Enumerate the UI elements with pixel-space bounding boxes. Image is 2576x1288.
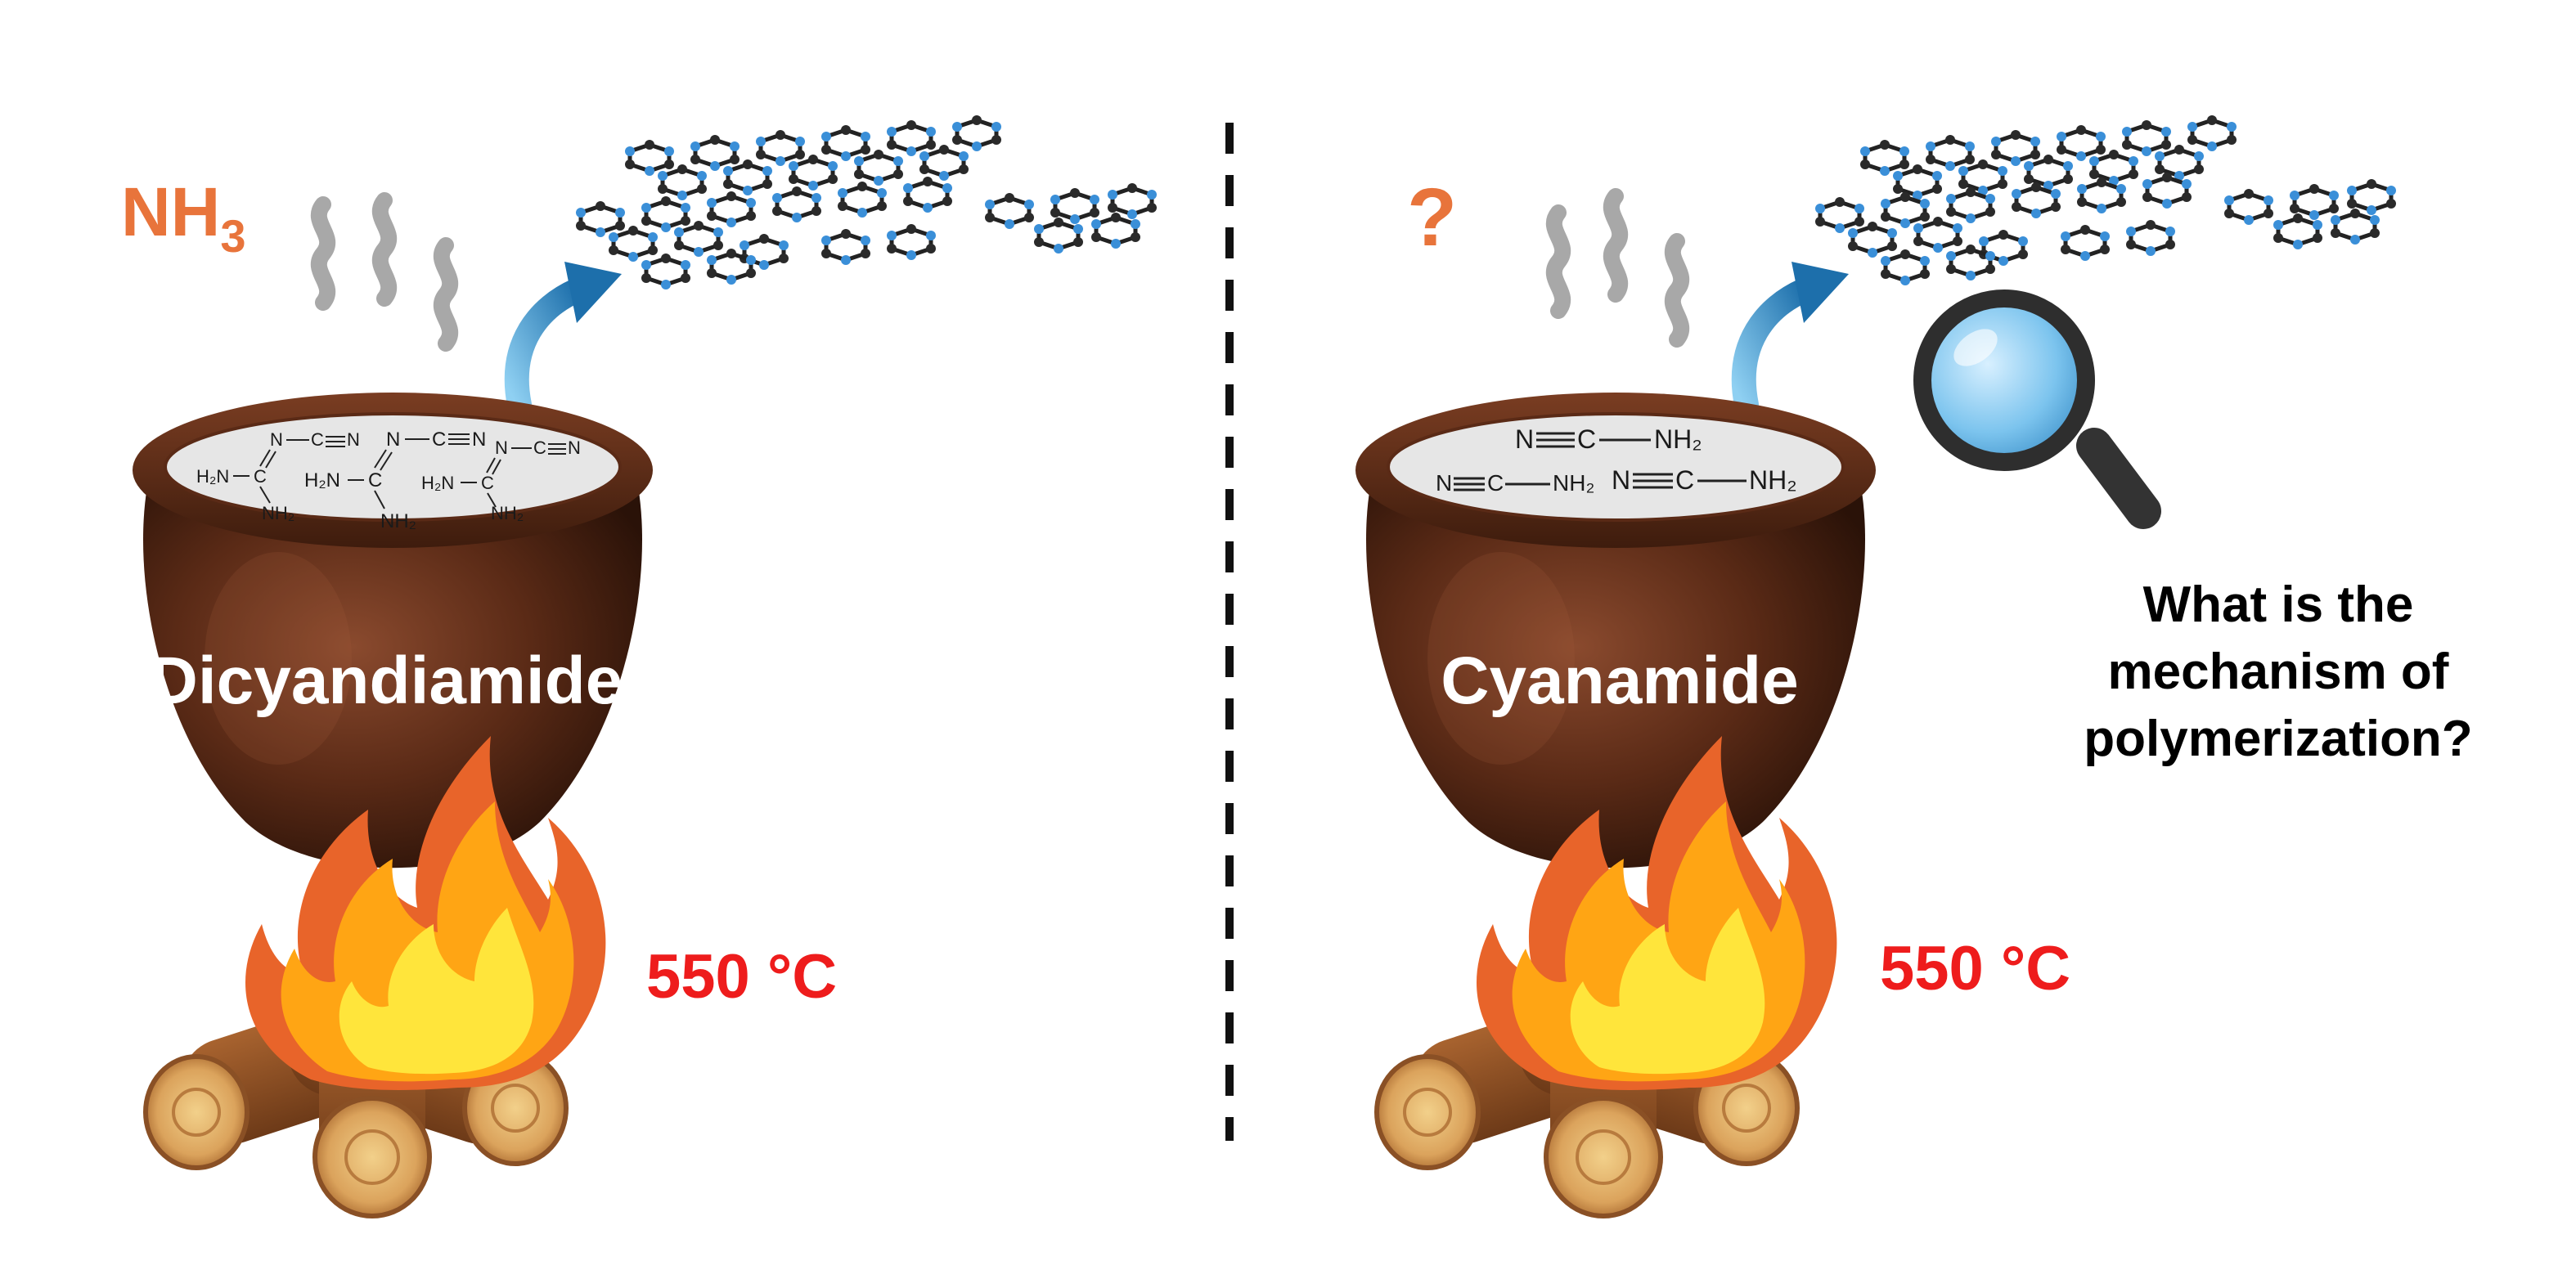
right-carbon-nitride-sheet-icon xyxy=(1815,115,2396,285)
question-line-1: What is the xyxy=(2143,577,2414,633)
svg-text:NH₂: NH₂ xyxy=(262,503,294,523)
cyanamide-structure: N C NH₂ N C NH₂ N C NH₂ xyxy=(1436,424,1797,496)
right-curved-arrow-icon xyxy=(1731,262,1849,417)
left-gas-label: NH3 xyxy=(121,173,245,262)
left-temperature-label: 550 °C xyxy=(646,942,837,1012)
svg-text:N: N xyxy=(1515,424,1534,454)
svg-text:N: N xyxy=(495,438,508,458)
svg-text:C: C xyxy=(533,438,546,458)
svg-text:C: C xyxy=(432,429,446,451)
svg-text:N: N xyxy=(472,429,486,451)
right-pot-icon xyxy=(1354,391,1877,870)
right-panel: ? xyxy=(1354,115,2473,1216)
svg-text:H₂N: H₂N xyxy=(421,473,454,493)
svg-text:NH₂: NH₂ xyxy=(1749,465,1797,495)
svg-text:N: N xyxy=(270,429,283,450)
left-steam-icon xyxy=(319,200,450,343)
magnifier-icon xyxy=(1913,289,2161,529)
left-pot-icon xyxy=(131,391,654,870)
right-gas-label: ? xyxy=(1407,172,1457,263)
svg-text:NH₂: NH₂ xyxy=(380,510,416,532)
question-line-2: mechanism of xyxy=(2108,644,2449,700)
left-pot-label: Dicyandiamide xyxy=(150,644,623,718)
svg-text:C: C xyxy=(368,469,382,491)
svg-text:H₂N: H₂N xyxy=(304,469,340,491)
svg-text:NH₂: NH₂ xyxy=(491,503,524,523)
svg-text:C: C xyxy=(311,429,324,450)
svg-text:NH₂: NH₂ xyxy=(1654,424,1702,454)
left-panel: NH3 xyxy=(121,115,1157,1216)
svg-text:H₂N: H₂N xyxy=(196,466,229,487)
right-temperature-label: 550 °C xyxy=(1880,934,2070,1003)
question-line-3: polymerization? xyxy=(2084,711,2472,767)
svg-text:C: C xyxy=(254,466,267,487)
mechanism-question: What is the mechanism of polymerization? xyxy=(2084,577,2472,767)
svg-text:C: C xyxy=(1577,424,1596,454)
svg-text:C: C xyxy=(1675,465,1694,495)
svg-text:N: N xyxy=(1612,465,1630,495)
svg-text:N: N xyxy=(347,429,360,450)
svg-text:N: N xyxy=(1436,470,1452,496)
svg-text:N: N xyxy=(568,438,581,458)
svg-text:N: N xyxy=(386,429,400,451)
left-carbon-nitride-sheet-icon xyxy=(576,115,1157,289)
svg-text:C: C xyxy=(481,473,494,493)
left-curved-arrow-icon xyxy=(504,262,622,417)
right-pot-label: Cyanamide xyxy=(1441,644,1799,718)
svg-text:C: C xyxy=(1487,470,1504,496)
svg-text:NH₂: NH₂ xyxy=(1553,470,1594,496)
right-steam-icon xyxy=(1554,196,1681,339)
